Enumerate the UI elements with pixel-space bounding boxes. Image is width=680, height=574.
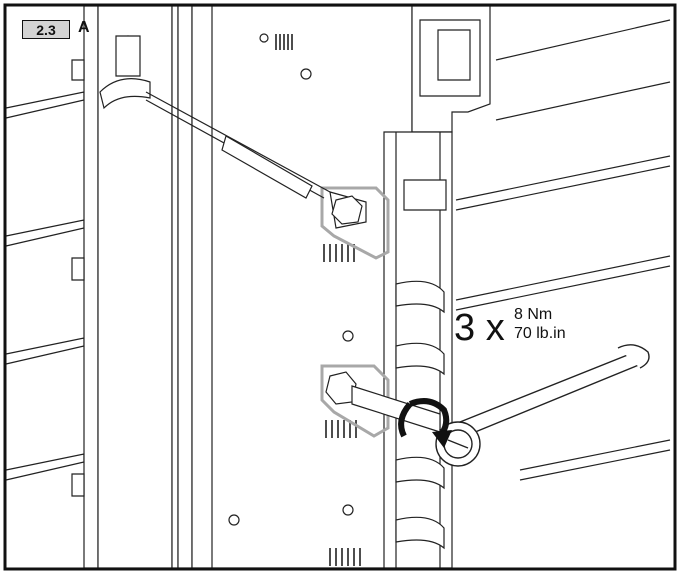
torque-imperial-label: 70 lb.in	[514, 325, 566, 342]
step-number-badge: 2.3	[22, 20, 70, 39]
device-body	[383, 5, 491, 569]
figure-frame	[3, 3, 677, 571]
torque-metric-label: 8 Nm	[514, 306, 553, 323]
screwdriver	[435, 344, 650, 467]
torque-count-label: 3 x	[454, 307, 505, 349]
step-letter-label: A	[78, 19, 90, 36]
lower-bolt	[325, 371, 441, 433]
main-panel	[191, 5, 413, 569]
clockwise-rotation-icon	[398, 398, 452, 448]
terminal-highlights	[320, 186, 390, 438]
upper-cable-lug	[99, 35, 367, 229]
